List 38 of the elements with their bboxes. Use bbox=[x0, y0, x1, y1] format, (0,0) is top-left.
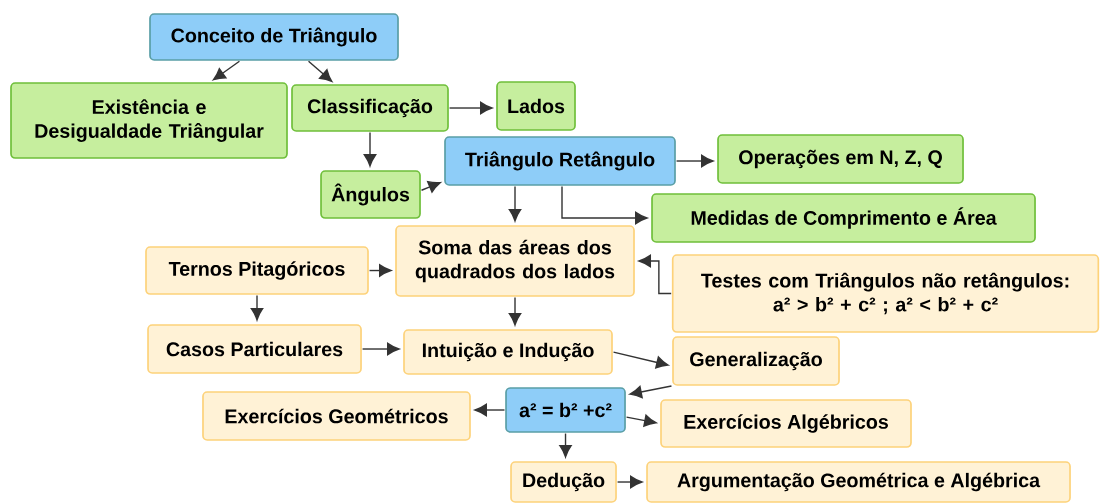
topic-box: Generalização bbox=[672, 336, 840, 386]
topic-box: Exercícios Algébricos bbox=[660, 399, 912, 448]
topic-box: Classificação bbox=[291, 84, 449, 132]
arrow bbox=[675, 154, 714, 168]
arrow bbox=[561, 185, 648, 225]
arrow bbox=[474, 403, 506, 417]
arrow bbox=[448, 101, 493, 115]
arrow bbox=[616, 475, 643, 489]
arrow bbox=[629, 385, 673, 399]
topic-box: Ângulos bbox=[320, 170, 421, 219]
topic-box: Soma das áreas dos quadrados dos lados bbox=[395, 225, 635, 297]
topic-box: Casos Particulares bbox=[147, 324, 362, 374]
arrow bbox=[508, 296, 522, 326]
topic-box: Lados bbox=[496, 81, 576, 131]
arrow bbox=[250, 294, 264, 321]
arrow bbox=[212, 60, 241, 81]
topic-box: Ternos Pitagóricos bbox=[145, 246, 369, 295]
arrow bbox=[363, 131, 377, 167]
arrow bbox=[612, 351, 669, 369]
topic-box: Argumentação Geométrica e Algébrica bbox=[646, 461, 1071, 503]
arrow bbox=[361, 342, 400, 356]
topic-box: Medidas de Comprimento e Área bbox=[651, 193, 1036, 243]
arrow bbox=[420, 180, 441, 193]
arrow bbox=[559, 432, 572, 458]
concept-box: Conceito de Triângulo bbox=[149, 13, 399, 61]
arrow bbox=[307, 60, 333, 83]
arrow bbox=[638, 254, 672, 295]
arrow bbox=[508, 185, 522, 222]
arrow bbox=[368, 264, 392, 277]
topic-box: Dedução bbox=[510, 461, 617, 503]
arrow bbox=[625, 414, 657, 427]
topic-box: Operações em N, Z, Q bbox=[717, 134, 964, 184]
topic-box: Intuição e Indução bbox=[403, 329, 613, 375]
topic-box: Exercícios Geométricos bbox=[202, 391, 471, 441]
concept-box: Triângulo Retângulo bbox=[444, 136, 676, 186]
topic-box: Existência e Desigualdade Triângular bbox=[10, 82, 288, 159]
topic-box: Testes com Triângulos não retângulos: a² > b² + c² ; a² < b² + c² bbox=[671, 254, 1100, 333]
concept-box: a² = b² +c² bbox=[505, 387, 626, 433]
